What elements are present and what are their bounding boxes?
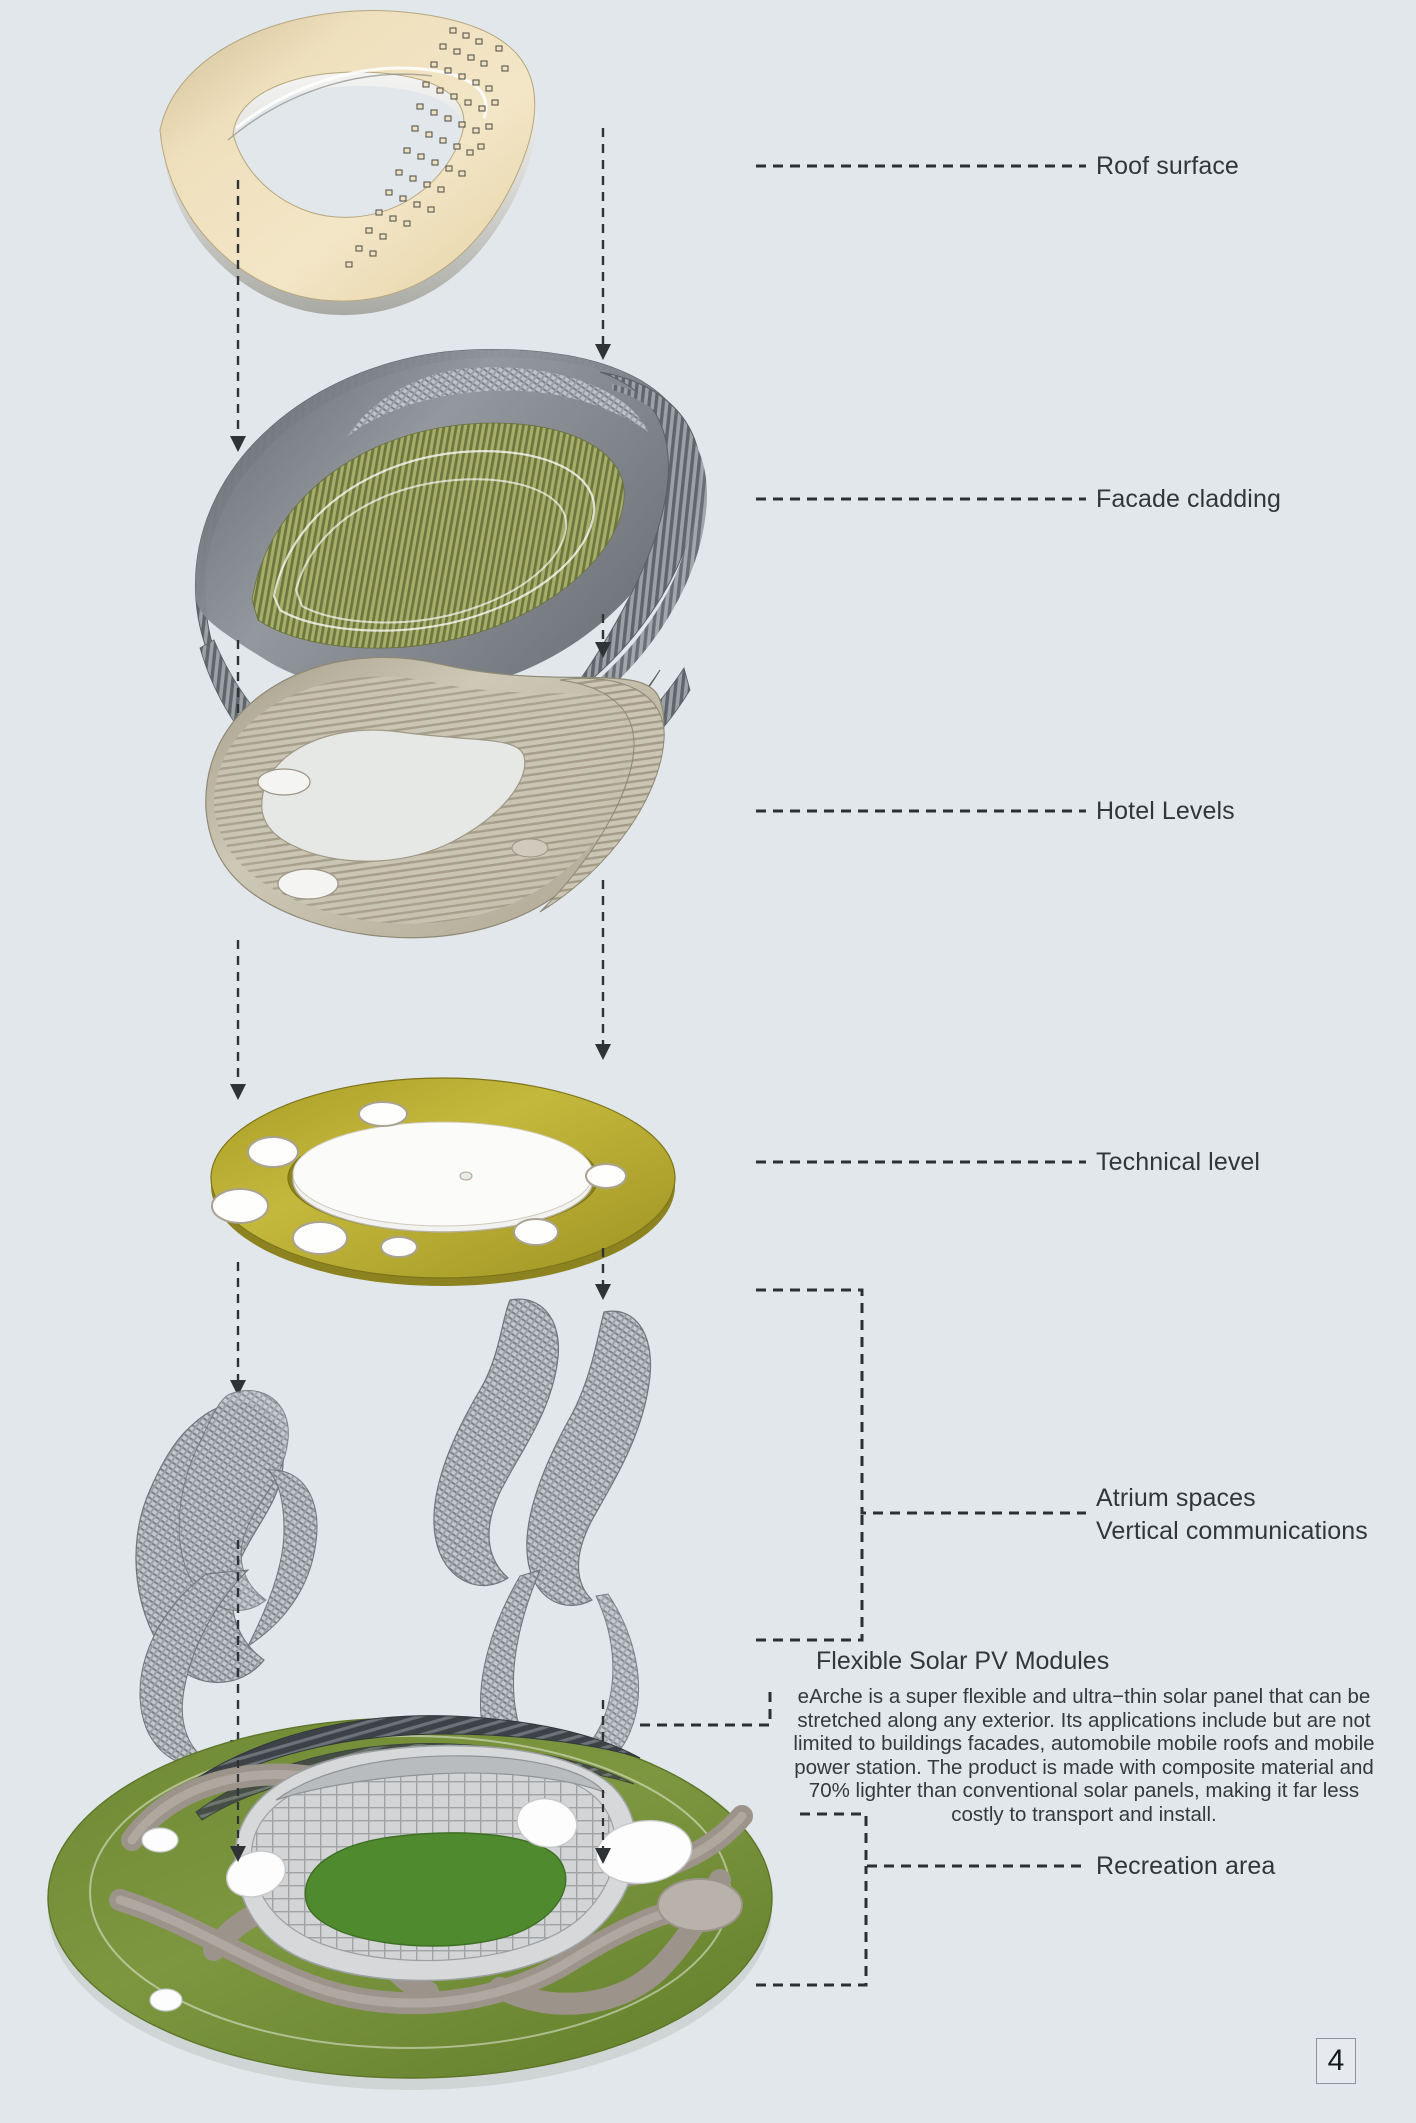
layer-hotel-levels — [205, 656, 665, 1100]
leader-recreation-bracket — [756, 1812, 1086, 1987]
label-roof-surface: Roof surface — [1096, 152, 1239, 180]
label-facade-cladding: Facade cladding — [1096, 485, 1281, 513]
label-recreation-area: Recreation area — [1096, 1852, 1276, 1880]
facade-green-bands — [251, 422, 625, 649]
label-atrium-spaces: Atrium spaces Vertical communications — [1096, 1482, 1406, 1548]
callout-body: eArche is a super flexible and ultra−thi… — [793, 1685, 1375, 1826]
label-atrium-spaces-line1: Atrium spaces — [1096, 1484, 1256, 1512]
label-atrium-spaces-line2: Vertical communications — [1096, 1517, 1368, 1545]
layer-technical-level — [210, 1077, 676, 1396]
technical-level-cores — [211, 1101, 627, 1258]
page-number: 4 — [1316, 2038, 1356, 2084]
layer-roof-surface — [159, 10, 611, 452]
leader-atrium-bracket — [756, 1288, 1086, 1642]
layer-recreation-area — [47, 1715, 773, 2090]
callout-title: Flexible Solar PV Modules — [816, 1647, 1110, 1675]
label-hotel-levels: Hotel Levels — [1096, 797, 1235, 825]
label-technical-level: Technical level — [1096, 1148, 1261, 1176]
layer-atrium-spaces — [135, 1298, 652, 1814]
leader-pv-callout — [640, 1692, 772, 1727]
roof-pv-dots — [345, 27, 509, 268]
leader-lines — [756, 164, 1086, 1164]
